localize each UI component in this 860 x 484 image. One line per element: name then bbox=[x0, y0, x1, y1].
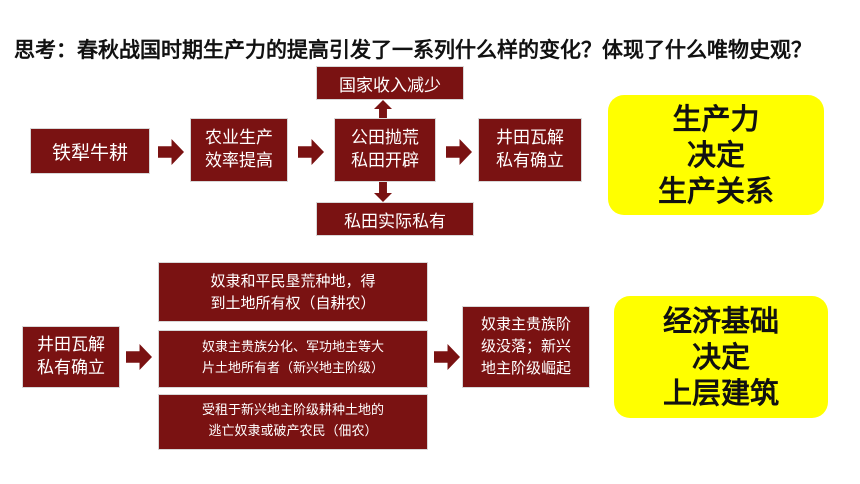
arrow-right-icon bbox=[446, 139, 472, 165]
conclusion-line: 决定 bbox=[686, 137, 745, 172]
fields-box: 公田抛荒 私田开辟 bbox=[334, 118, 436, 182]
conclusion-line: 经济基础 bbox=[662, 303, 779, 338]
conclusion-line: 生产关系 bbox=[657, 174, 774, 209]
iron-plough-box: 铁犁牛耕 bbox=[30, 128, 150, 174]
new-landlord-box: 奴隶主贵族分化、军功地主等大 片土地所有者（新兴地主阶级） bbox=[158, 330, 428, 388]
conclusion-line: 生产力 bbox=[672, 101, 760, 136]
arrow-right-icon bbox=[434, 344, 460, 370]
question-title: 思考：春秋战国时期生产力的提高引发了一系列什么样的变化？体现了什么唯物史观？ bbox=[14, 38, 812, 62]
arrow-up-icon bbox=[374, 100, 392, 120]
tenant-farmer-box: 受租于新兴地主阶级耕种土地的 逃亡奴隶或破产农民（佃农） bbox=[158, 394, 428, 450]
economic-base-conclusion: 经济基础 决定 上层建筑 bbox=[614, 296, 828, 418]
conclusion-line: 决定 bbox=[691, 339, 750, 374]
class-change-box: 奴隶主贵族阶 级没落；新兴 地主阶级崛起 bbox=[462, 306, 590, 388]
national-income-box: 国家收入减少 bbox=[316, 66, 464, 100]
arrow-right-icon bbox=[158, 139, 184, 165]
self-cultivator-box: 奴隶和平民垦荒种地，得 到土地所有权（自耕农） bbox=[158, 262, 428, 322]
productivity-conclusion: 生产力 决定 生产关系 bbox=[608, 95, 824, 215]
arrow-right-icon bbox=[298, 139, 324, 165]
efficiency-box: 农业生产 效率提高 bbox=[190, 118, 288, 182]
arrow-down-icon bbox=[374, 182, 392, 202]
jingtian-collapse-box: 井田瓦解 私有确立 bbox=[478, 118, 582, 182]
jingtian-collapse-box: 井田瓦解 私有确立 bbox=[22, 326, 120, 388]
private-land-box: 私田实际私有 bbox=[316, 202, 474, 236]
conclusion-line: 上层建筑 bbox=[662, 376, 779, 411]
arrow-right-icon bbox=[126, 344, 152, 370]
